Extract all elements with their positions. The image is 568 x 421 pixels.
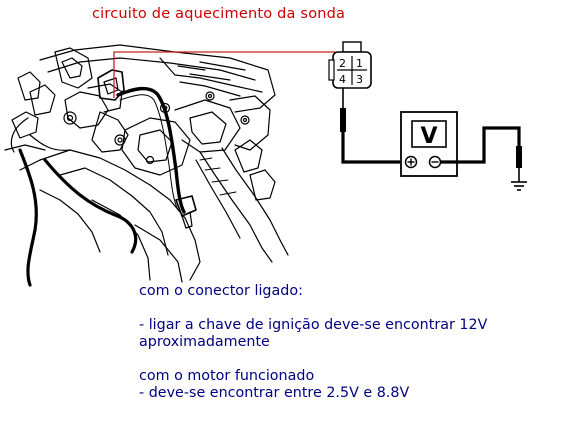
engine-illustration [4,44,289,287]
voltmeter: V [400,111,458,177]
instruction-gap [139,300,487,317]
instruction-line-approx: aproximadamente [139,334,270,350]
instruction-line-range: - deve-se encontrar entre 2.5V e 8.8V [139,385,410,401]
diagram-title: circuito de aquecimento da sonda [92,6,346,22]
instruction-line-ignition: - ligar a chave de ignição deve-se encon… [139,317,488,333]
positive-probe-lead [340,88,400,164]
connector-pin-2: 2 [339,57,346,70]
connector-pin-3: 3 [356,73,363,86]
instruction-line-connector: com o conector ligado: [139,283,303,299]
instruction-gap [139,351,487,368]
connector-pin-4: 4 [339,73,346,86]
voltmeter-display: V [420,124,437,149]
sensor-connector: 2 1 4 3 [328,41,372,89]
connector-pin-1: 1 [356,57,363,70]
instructions-block: com o conector ligado: - ligar a chave d… [139,283,487,402]
ground-probe-lead [441,126,527,191]
instruction-line-engine: com o motor funcionado [139,368,315,384]
